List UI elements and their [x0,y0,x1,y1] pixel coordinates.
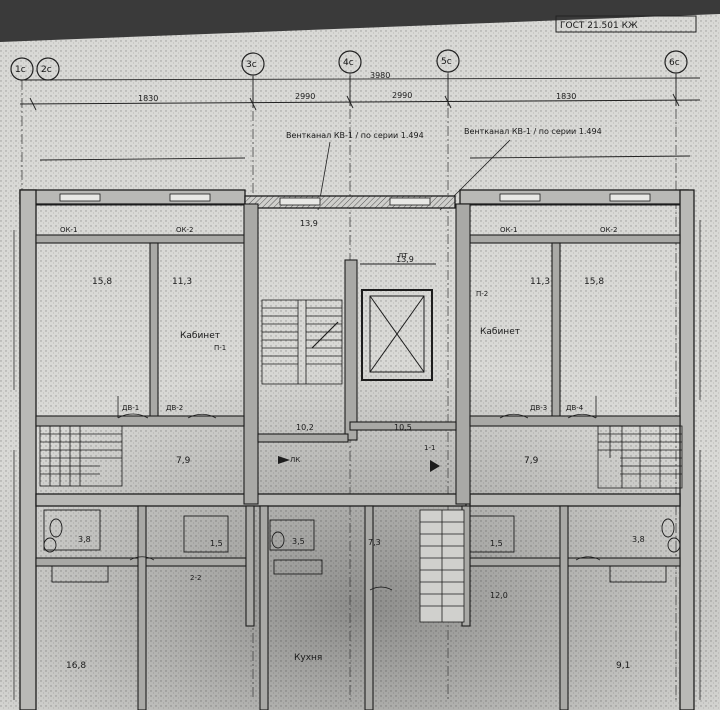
window-openings [59,193,651,206]
section-arrow-left [278,456,290,464]
elevator-shaft [360,263,436,381]
inner-walls [35,203,681,710]
toilet-left [49,518,63,538]
room-low-left: 16,8 [66,661,86,671]
axis-label-3: 3с [246,60,257,70]
room-r1: 15,8 [92,277,112,287]
tag-dv2: ДВ-2 [166,404,183,412]
dim-total: 3980 [370,71,390,80]
room-corridor: 10,2 [296,423,314,432]
room-r5: 11,3 [530,277,550,287]
room-r6: 13,9 [300,219,318,228]
axis-label-2: 2с [41,65,52,75]
central-staircase [261,299,343,385]
door-swings [117,396,601,591]
element-tags: ОК-1 ОК-2 ОК-1 ОК-2 ДВ-1 ДВ-2 ДВ-3 ДВ-4 … [60,226,617,582]
section-arrow-right [430,460,440,472]
dim-b: 2990 [295,92,315,101]
tag-cut2: 2-2 [190,574,201,582]
room-r4: 15,8 [584,277,604,287]
tag-ok1-left: ОК-1 [60,226,77,234]
room-wc-right: 1,5 [490,539,503,548]
tag-dv1: ДВ-1 [122,404,139,412]
room-labels: 15,8 11,3 Кабинет 15,8 11,3 Кабинет 7,9 … [66,219,645,671]
dimension-lines [19,74,701,161]
stair-right [597,425,683,489]
room-low-right: 9,1 [616,661,630,671]
room-kitchen-area: 12,0 [490,591,508,600]
tag-dv3: ДВ-3 [530,404,547,412]
room-wc-left: 1,5 [210,539,223,548]
axis-label-4: 4с [343,58,354,68]
room-bath-left: 3,8 [78,535,91,544]
tag-dv4: ДВ-4 [566,404,584,412]
axis-label-5: 5с [441,57,452,67]
room-r3: 13,9 [396,255,414,264]
room-bath-center: 3,5 [292,537,305,546]
room-bath-right: 3,8 [632,535,645,544]
tag-cut1: 1-1 [424,444,435,452]
room-hall-center: 7,3 [368,538,381,547]
tag-lift: ЛТ [398,252,408,260]
bath-fixtures [43,509,681,583]
lower-staircase [419,509,465,623]
note-right: Вентканал КВ-1 / по серии 1.494 [464,127,602,136]
title-stamp-box [555,15,697,33]
room-lobby: 10,5 [394,423,412,432]
room-bed-right: Кабинет [480,327,520,337]
dim-a: 1830 [138,94,158,103]
tag-ok1-right: ОК-1 [500,226,517,234]
tag-lk: ЛК [290,456,300,464]
note-left: Вентканал КВ-1 / по серии 1.494 [286,131,424,140]
wall-ticks [13,220,701,700]
room-hall-right: 7,9 [524,456,539,466]
room-r2: 11,3 [172,277,192,287]
stair-left [39,425,123,487]
title-stamp-text: ГОСТ 21.501 КЖ [560,21,638,31]
room-kitchen: Кухня [294,653,322,663]
tag-ok2-right: ОК-2 [600,226,617,234]
tag-mark2: П-2 [476,290,488,298]
room-bed-left: Кабинет [180,331,220,341]
room-hall-left: 7,9 [176,456,191,466]
tag-mark1: П-1 [214,344,226,352]
toilet-right [661,518,675,538]
axis-label-1: 1с [15,65,26,75]
tag-ok2-left: ОК-2 [176,226,193,234]
axis-label-6: 6с [669,58,680,68]
dim-c: 2990 [392,91,412,100]
dim-d: 1830 [556,92,576,101]
